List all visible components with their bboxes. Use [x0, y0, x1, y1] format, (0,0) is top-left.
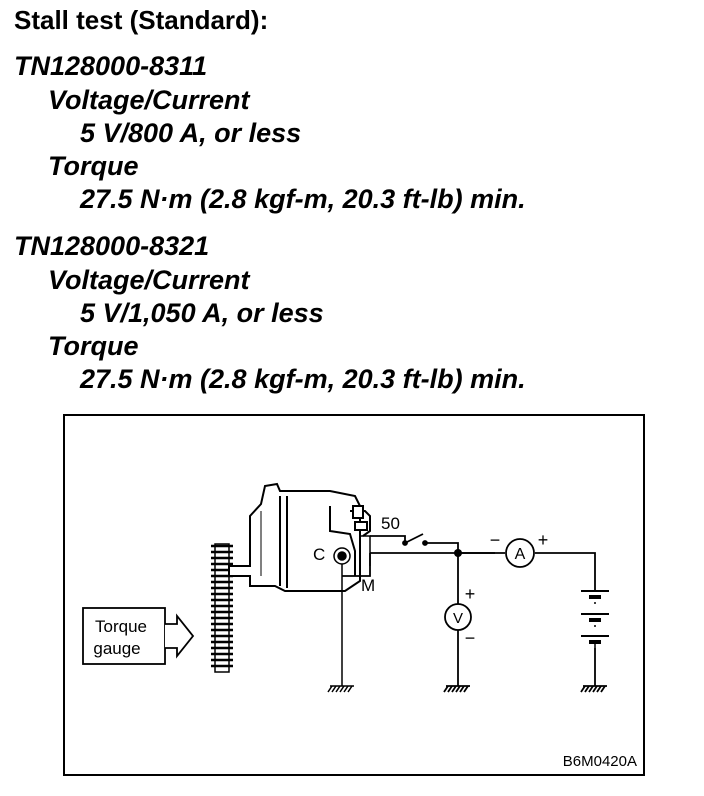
- torque-value-1: 27.5 N·m (2.8 kgf-m, 20.3 ft-lb) min.: [80, 184, 526, 214]
- stall-test-diagram: A − + V + − Torque gauge C M 50 B6M0420A: [63, 414, 645, 776]
- voltmeter-plus: +: [465, 584, 476, 604]
- circuit-svg: A − + V + − Torque gauge C M 50 B6M0420A: [82, 482, 637, 770]
- ammeter-symbol: A: [515, 546, 526, 563]
- voltage-current-label-2: Voltage/Current: [48, 265, 250, 295]
- ground-starter: [327, 564, 354, 693]
- torque-label-2: Torque: [48, 331, 139, 361]
- ammeter-plus: +: [538, 530, 549, 550]
- model-number-1: TN128000-8311: [14, 51, 208, 81]
- voltage-current-label-1: Voltage/Current: [48, 85, 250, 115]
- model-number-2: TN128000-8321: [14, 231, 210, 261]
- voltmeter-symbol: V: [453, 610, 463, 627]
- junction-dot: [454, 549, 462, 557]
- starter-motor: [228, 482, 371, 592]
- terminal-c-label: C: [313, 545, 325, 564]
- torque-value-2: 27.5 N·m (2.8 kgf-m, 20.3 ft-lb) min.: [80, 364, 526, 394]
- terminal-m-label: M: [361, 576, 375, 595]
- voltage-current-value-2: 5 V/1,050 A, or less: [80, 298, 324, 328]
- ammeter: A − +: [490, 530, 549, 568]
- voltmeter-minus: −: [465, 628, 476, 648]
- torque-gauge: Torque gauge: [82, 607, 195, 665]
- terminal-50-label: 50: [381, 514, 400, 533]
- figure-code: B6M0420A: [563, 753, 637, 770]
- voltage-current-value-1: 5 V/800 A, or less: [80, 118, 302, 148]
- page-heading: Stall test (Standard):: [14, 5, 269, 35]
- circuit-wiring: [342, 533, 607, 693]
- battery: [581, 590, 609, 648]
- voltmeter: V + −: [444, 584, 476, 648]
- torque-gauge-label-line2: gauge: [93, 639, 140, 658]
- torque-label-1: Torque: [48, 151, 139, 181]
- torque-gauge-label-line1: Torque: [95, 617, 147, 636]
- ammeter-minus: −: [490, 530, 501, 550]
- terminal-c-bolt: [333, 547, 351, 565]
- ring-gear: [211, 543, 233, 673]
